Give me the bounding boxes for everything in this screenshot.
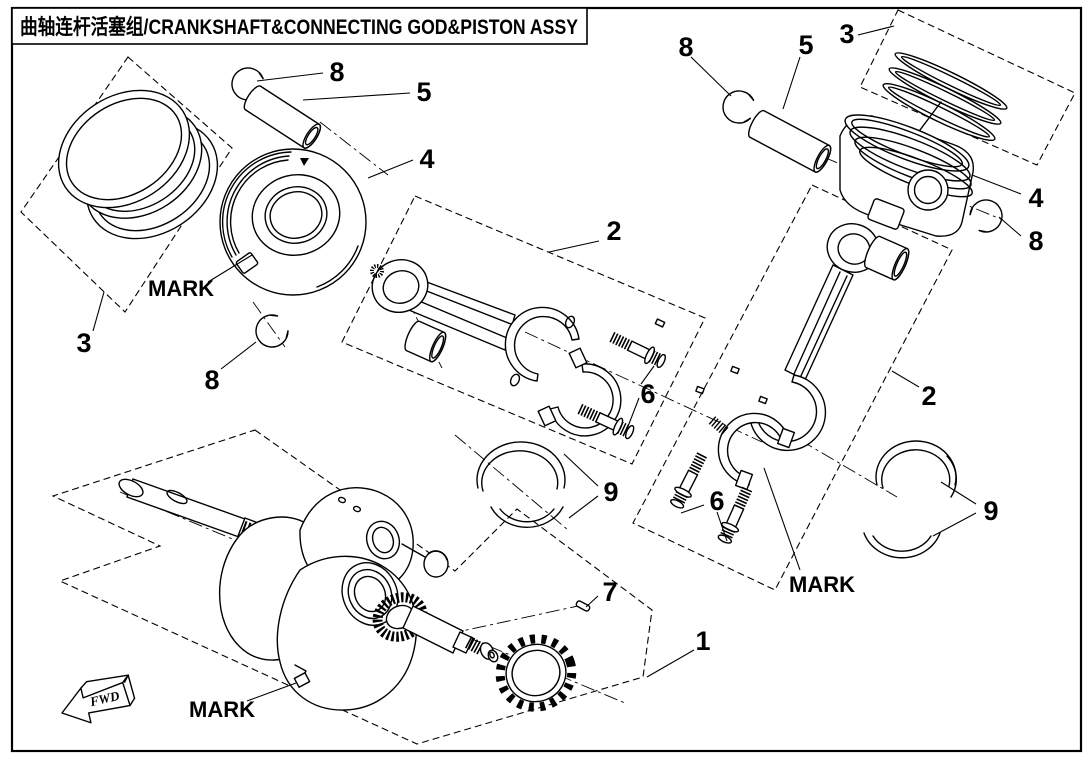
title-block: 曲轴连杆活塞组/CRANKSHAFT&CONNECTING GOD&PISTON…	[11, 7, 588, 45]
box-conrod-right	[632, 184, 953, 591]
callout-9-center: 9	[603, 477, 618, 507]
conrod-right-beam	[784, 264, 854, 381]
callout-8-left-bottom: 8	[204, 365, 219, 395]
crankshaft	[118, 478, 499, 711]
callout-labels: 8 5 4 3 8 2 6 9 7 1 8 5 3 4 8 2 6 9	[76, 19, 1043, 656]
ring-right-3-oil	[882, 82, 996, 142]
mark-labels: MARK MARK MARK	[148, 276, 855, 722]
rod-bolt-center-1	[609, 331, 667, 369]
crank-dowel	[423, 550, 449, 578]
piston-right-skirt-window	[867, 198, 905, 230]
mark-label-crankshaft: MARK	[189, 697, 255, 722]
callout-7: 7	[602, 577, 617, 607]
piston-right	[839, 114, 975, 237]
piston-left	[219, 148, 367, 296]
fwd-label: FWD	[88, 688, 122, 710]
callout-2-center: 2	[606, 216, 621, 246]
piston-pin-left	[243, 85, 322, 149]
callout-5-left: 5	[416, 77, 431, 107]
callout-3-right: 3	[839, 19, 854, 49]
rod-bolt-center-2	[577, 403, 635, 440]
conrod-center-big-end	[504, 306, 580, 382]
mark-label-piston-left: MARK	[148, 276, 214, 301]
mark-label-conrod-right: MARK	[789, 572, 855, 597]
rod-bolt-right-1	[670, 452, 707, 509]
callout-6-center: 6	[640, 379, 655, 409]
conrod-right-cap	[708, 412, 796, 491]
crank-mark-stamp	[293, 672, 311, 688]
callout-9-right: 9	[983, 496, 998, 526]
crank-front-shaft	[402, 605, 499, 663]
piston-rings-left	[57, 89, 219, 240]
callout-3-left: 3	[76, 328, 91, 358]
piston-left-triangle-mark	[300, 158, 309, 166]
bearing-shells-right	[863, 440, 957, 559]
fwd-arrow: FWD	[61, 674, 136, 724]
leader-lines	[92, 25, 1022, 702]
conrod-center	[370, 259, 666, 387]
box-piston-rings-right	[859, 9, 1076, 166]
callout-2-right: 2	[921, 381, 936, 411]
timing-gear	[495, 634, 577, 712]
crank-rear-shaft	[126, 478, 246, 538]
page-title: 曲轴连杆活塞组/CRANKSHAFT&CONNECTING GOD&PISTON…	[20, 15, 578, 39]
piston-left-skirt-window	[235, 252, 259, 274]
callout-8-right-top: 8	[678, 32, 693, 62]
callout-6-right: 6	[709, 486, 724, 516]
crank-rear-shaft-end	[118, 478, 144, 498]
piston-rings-right	[882, 52, 1008, 147]
ring-left-1	[57, 89, 191, 209]
circlip-left-bottom	[255, 314, 289, 348]
callout-4-right: 4	[1028, 183, 1043, 213]
conrod-center-cap	[537, 347, 622, 437]
title-box	[11, 7, 588, 45]
rod-bolt-right-2	[717, 486, 753, 544]
ring-right-1	[894, 52, 1008, 110]
box-piston-rings-left	[20, 56, 233, 313]
bearing-shells-center	[476, 441, 566, 528]
conrod-center-clamp-screw	[370, 264, 384, 278]
woodruff-key	[575, 600, 591, 612]
callout-4-left: 4	[419, 144, 434, 174]
circlip-right-top	[722, 90, 755, 124]
circlip-right-mid	[969, 199, 1003, 233]
conrod-right	[695, 223, 880, 452]
callout-8-right-mid: 8	[1028, 226, 1043, 256]
bushing-center	[404, 320, 447, 363]
callout-8-left-top: 8	[329, 57, 344, 87]
bushing-right	[864, 235, 910, 281]
piston-pin-right	[748, 109, 832, 173]
callout-1: 1	[695, 626, 710, 656]
box-conrod-center	[341, 195, 706, 465]
callout-5-right: 5	[798, 30, 813, 60]
